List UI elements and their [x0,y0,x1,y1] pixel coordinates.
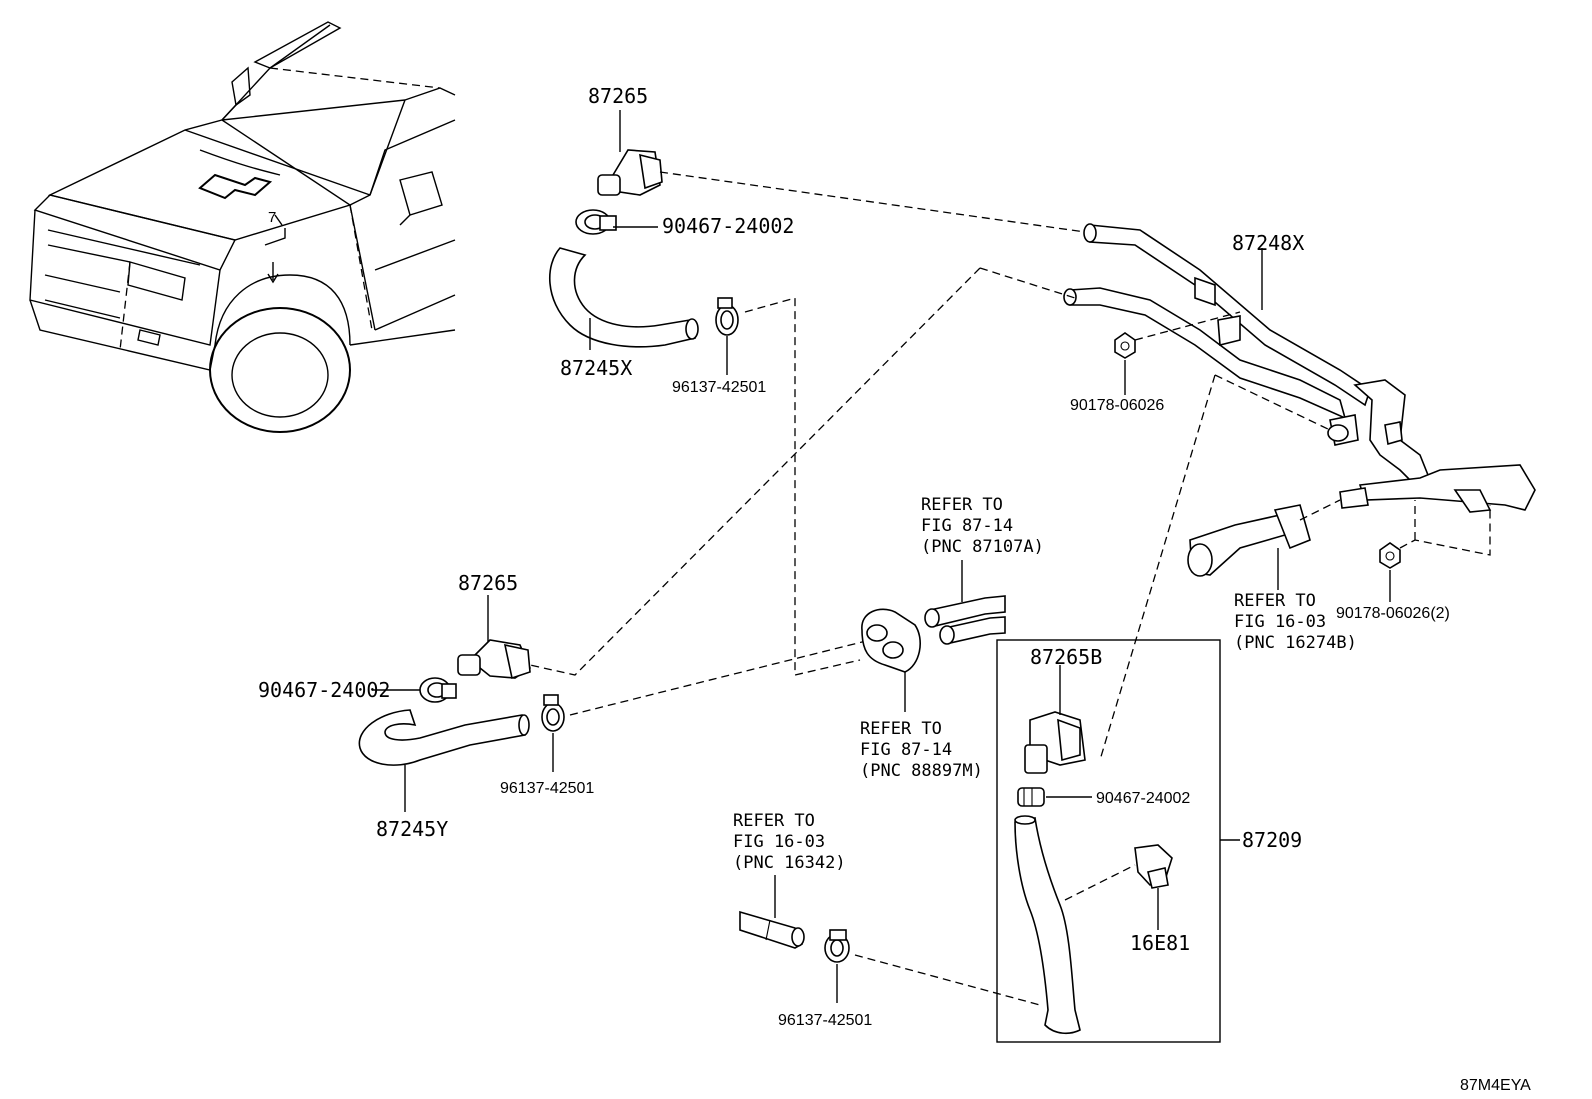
refer-16342-line1: REFER TO [733,811,815,831]
refer-16342-line2: FIG 16-03 [733,832,825,852]
label-87245X: 87245X [560,356,632,380]
refer-16274B-line3: (PNC 16274B) [1234,633,1357,653]
label-16E81: 16E81 [1130,931,1190,955]
hose-87245X [549,247,696,348]
refer-87107A-line1: REFER TO [921,495,1003,515]
clamp-90467-top [575,209,617,235]
diagram-code: 87M4EYA [1460,1077,1531,1094]
vehicle-illustration: 7 [29,21,456,433]
label-87245Y: 87245Y [376,817,448,841]
clamp-96137-top [715,297,739,336]
nut-90178-b [1379,542,1401,569]
label-96137-top: 96137-42501 [672,379,766,396]
label-87248X: 87248X [1232,231,1304,255]
clip-16E81 [1134,844,1173,889]
connector-87265B [1024,711,1086,774]
pipe-assembly-87248X [1063,223,1536,513]
grommet-88897M [861,608,921,673]
label-87265B: 87265B [1030,645,1102,669]
refer-note-87107A: REFER TO FIG 87-14 (PNC 87107A) [921,495,1044,557]
refer-16274B-line2: FIG 16-03 [1234,612,1326,632]
label-96137-mid: 96137-42501 [500,780,594,797]
svg-text:7: 7 [268,209,276,226]
label-90467-top: 90467-24002 [662,214,794,238]
refer-16342-line3: (PNC 16342) [733,853,846,873]
refer-87107A-line3: (PNC 87107A) [921,537,1044,557]
clamp-90467-box [1017,787,1045,807]
refer-16274B-line1: REFER TO [1234,591,1316,611]
refer-88897M-line1: REFER TO [860,719,942,739]
clamp-96137-mid [541,694,565,732]
refer-note-88897M: REFER TO FIG 87-14 (PNC 88897M) [860,719,983,781]
label-90178-a: 90178-06026 [1070,397,1164,414]
refer-note-16274B: REFER TO FIG 16-03 (PNC 16274B) [1234,591,1357,653]
hose-87245Y [358,709,526,766]
label-90467-box: 90467-24002 [1096,790,1190,807]
pipe-16342 [739,910,805,949]
refer-note-16342: REFER TO FIG 16-03 (PNC 16342) [733,811,846,873]
label-87265-mid: 87265 [458,571,518,595]
label-96137-bottom: 96137-42501 [778,1012,872,1029]
label-90178-b: 90178-06026(2) [1336,605,1450,622]
hose-87209 [1014,817,1081,1035]
kit-box-87209 [996,639,1221,1043]
refer-88897M-line3: (PNC 88897M) [860,761,983,781]
pipes-87107A [924,595,1006,645]
refer-88897M-line2: FIG 87-14 [860,740,952,760]
connector-87265-top [597,149,663,196]
refer-87107A-line2: FIG 87-14 [921,516,1013,536]
connector-16274B [1187,504,1311,577]
nut-90178-a [1114,332,1136,359]
label-90467-mid: 90467-24002 [258,678,390,702]
label-87265-top: 87265 [588,84,648,108]
clamp-90467-mid [419,677,457,703]
label-87209: 87209 [1242,828,1302,852]
connector-87265-mid [457,639,532,680]
clamp-96137-bottom [824,929,850,963]
